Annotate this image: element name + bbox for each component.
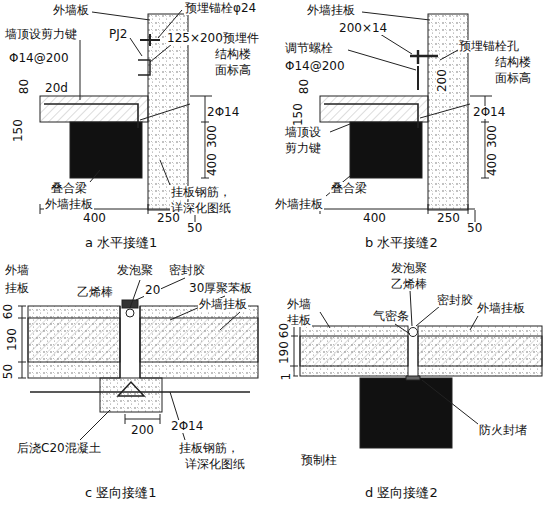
part-label: 外墙挂板 [476,302,526,315]
part-label: 乙烯棒 [76,286,114,299]
rebar-label: 2Φ14 [170,420,204,433]
dimension: 150 [292,102,305,127]
part-label: 面标高 [494,72,532,85]
dimension: 60 [2,303,15,320]
part-label: 30厚聚苯板 [188,282,253,295]
dimension: 250 [156,212,181,225]
part-label: 详深化图纸 [184,458,246,471]
dimension: 400 [206,152,219,177]
dimension: 150 [12,118,25,143]
part-label: 外墙 [4,264,30,277]
dimension: 200 [130,424,155,437]
part-label: 防火封堵 [478,424,528,437]
part-label: 外墙 [286,298,312,311]
part-label: 墙顶设剪力键 [4,28,78,41]
figure-caption: d 竖向接缝2 [364,486,439,500]
part-label: 预埋锚栓孔 [458,40,520,53]
part-label: 挂板钢筋， [170,186,232,199]
figure-caption: b 水平接缝2 [364,236,439,250]
rebar-label: Φ14@200 [8,52,70,65]
figure-caption: a 水平接缝1 [84,236,158,250]
part-label: 气密条 [372,310,410,323]
part-label: 125×200预埋件 [166,32,260,45]
dimension: 80 [298,78,311,95]
dimension: 60 [278,322,291,339]
dimension: 200×14 [338,22,388,35]
part-label: 外墙挂板 [274,198,324,211]
part-label: 外墙挂板 [306,4,356,17]
figure-caption: c 竖向接缝1 [84,486,158,500]
dimension: 80 [18,78,31,95]
dimension: 20d [44,82,69,95]
part-label: 外墙挂板 [44,198,94,211]
rebar-label: 2Φ14 [472,106,506,119]
dimension: 50 [2,363,15,380]
part-label: 乙烯棒 [390,278,428,291]
part-label: 外墙板 [52,4,90,17]
part-label: 挂板钢筋， [178,442,240,455]
part-label: 面标高 [214,64,252,77]
dimension: 50 [186,222,203,235]
dimension: 300 [486,124,499,149]
part-label: 预制柱 [300,454,338,467]
dimension: 300 [206,124,219,149]
dimension: 190 [278,340,291,365]
dimension: 200 [436,68,449,93]
dimension: 190 [6,327,19,352]
part-label: 剪力键 [284,142,322,155]
part-label: 挂板 [4,282,30,295]
dimension: 400 [82,212,107,225]
part-label: 叠合梁 [50,182,88,195]
dimension: 250 [436,212,461,225]
part-label: 密封胶 [436,294,474,307]
part-label: 结构楼 [214,48,252,61]
part-label: 预埋锚栓φ24 [184,2,257,15]
part-label: 叠合梁 [330,182,368,195]
part-label: 发泡聚 [390,262,428,275]
dimension: 400 [362,212,387,225]
part-label: PJ2 [108,28,128,41]
part-label: 结构楼 [494,56,532,69]
dimension: 20 [144,284,161,297]
part-label: 墙顶设 [284,126,322,139]
part-label: 密封胶 [168,264,206,277]
rebar-label: Φ14@200 [284,60,346,73]
dimension: 400 [486,152,499,177]
part-label: 发泡聚 [116,264,154,277]
dimension: 50 [466,222,483,235]
part-label: 外墙挂板 [198,298,248,311]
part-label: 调节螺栓 [284,42,334,55]
rebar-label: 2Φ14 [206,106,240,119]
dimension: 1 [280,372,293,382]
part-label: 后浇C20混凝土 [16,442,102,455]
